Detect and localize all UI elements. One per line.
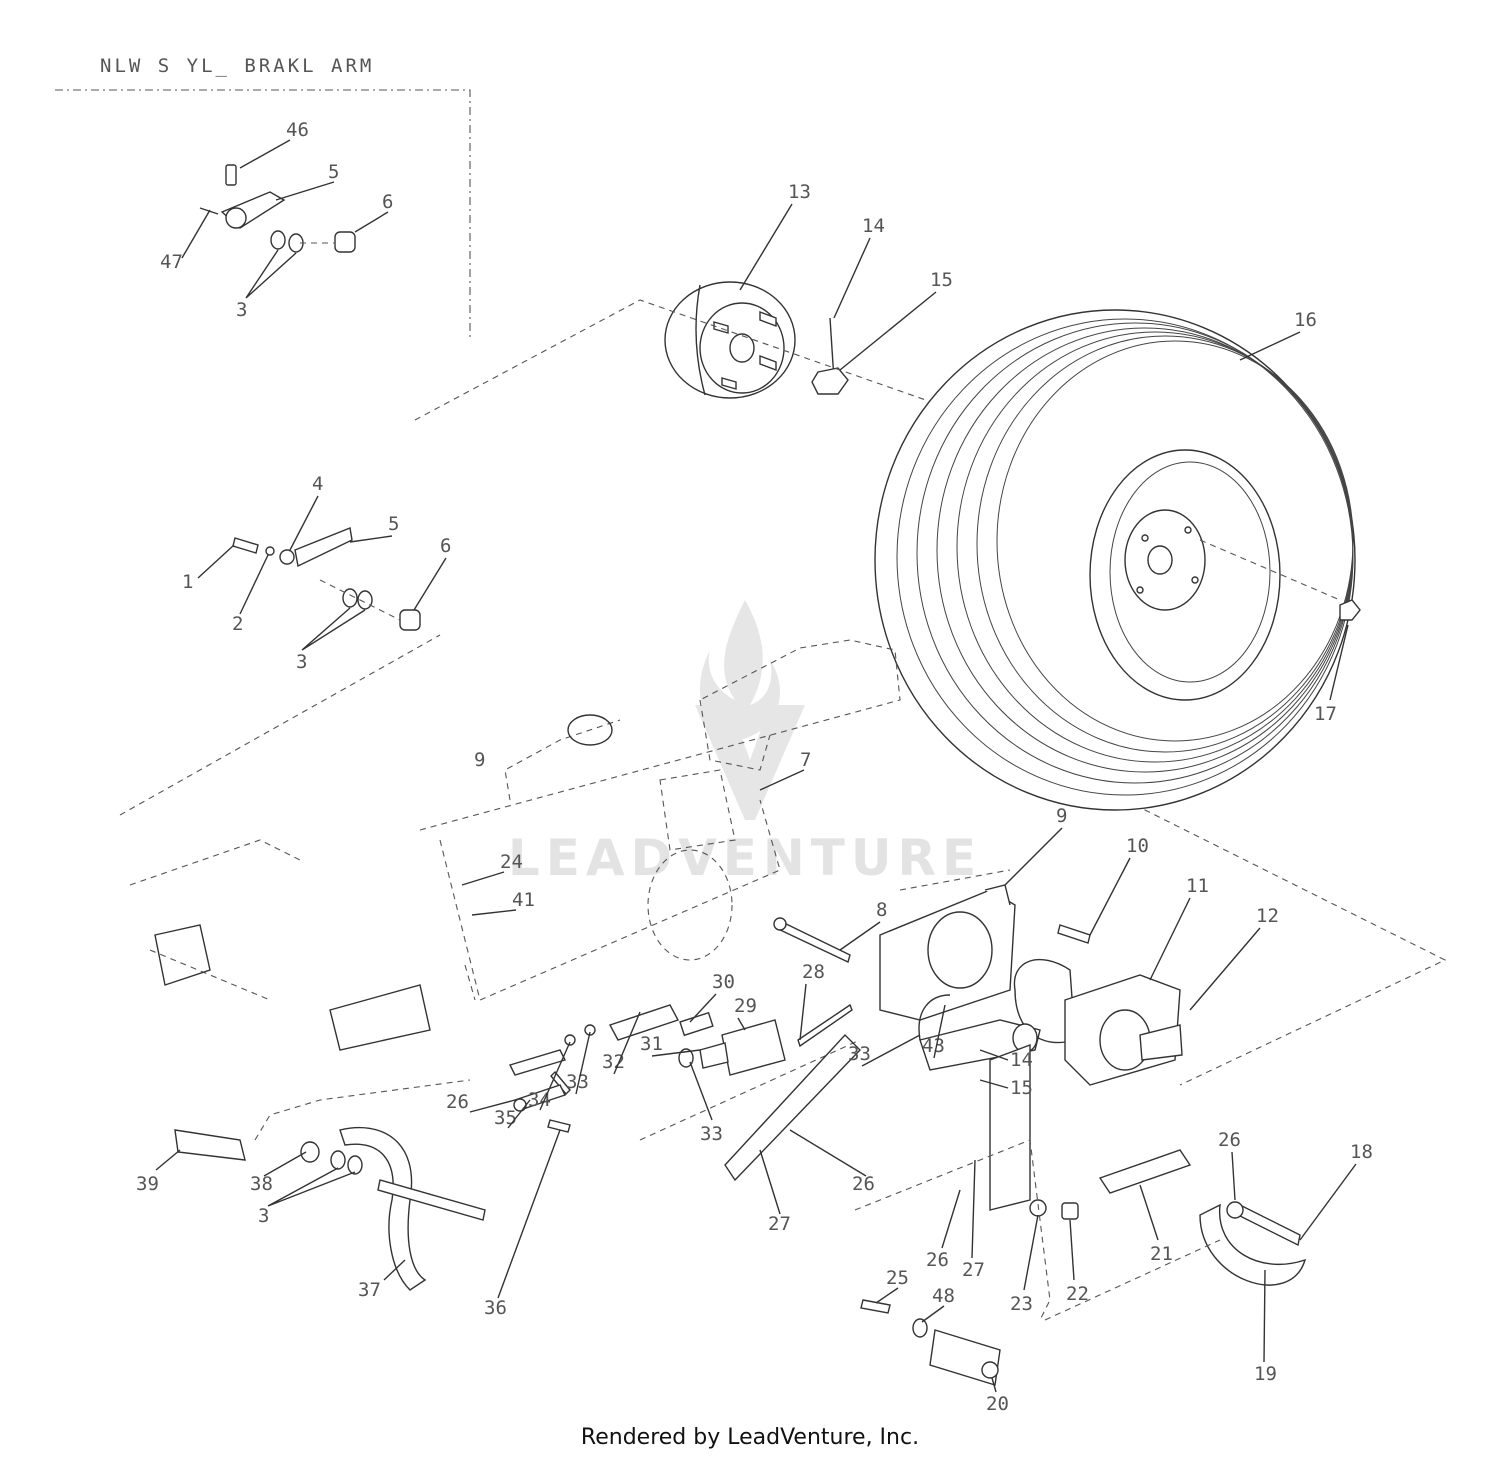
- rear-tire: [414, 299, 1447, 1086]
- footer-credit: Rendered by LeadVenture, Inc.: [580, 1425, 920, 1450]
- callout-25: 25: [886, 1267, 909, 1289]
- callout-5-inset: 5: [328, 161, 339, 183]
- callout-33-right: 33: [848, 1043, 871, 1065]
- callout-17: 17: [1314, 703, 1337, 725]
- callout-31: 31: [640, 1033, 663, 1055]
- callout-16: 16: [1294, 309, 1317, 331]
- callout-3: 3: [296, 651, 307, 673]
- callout-27-left: 27: [768, 1213, 791, 1235]
- callout-3-inset: 3: [236, 299, 247, 321]
- callout-26-low: 26: [926, 1249, 949, 1271]
- wheel-hub: [664, 281, 849, 399]
- brake-linkage: [509, 994, 1307, 1321]
- callout-20: 20: [986, 1393, 1009, 1415]
- callout-18: 18: [1350, 1141, 1373, 1163]
- callout-5: 5: [388, 513, 399, 535]
- callout-15: 15: [1010, 1077, 1033, 1099]
- callout-43: 43: [922, 1035, 945, 1057]
- callout-28: 28: [802, 961, 825, 983]
- callout-labels: 46 5 47 6 3 13 14 15 16 4 5 1 2 6 3 17 7…: [136, 119, 1373, 1415]
- callout-30: 30: [712, 971, 735, 993]
- callout-1: 1: [182, 571, 193, 593]
- callout-8: 8: [876, 899, 887, 921]
- frame-plate: [119, 634, 1011, 1051]
- callout-46: 46: [286, 119, 309, 141]
- callout-6-inset: 6: [382, 191, 393, 213]
- motor-and-bracket: [773, 884, 1183, 1086]
- callout-6: 6: [440, 535, 451, 557]
- callout-19: 19: [1254, 1363, 1277, 1385]
- callout-10: 10: [1126, 835, 1149, 857]
- callout-39: 39: [136, 1173, 159, 1195]
- callout-21: 21: [1150, 1243, 1173, 1265]
- brake-arm-assembly: [232, 527, 421, 631]
- callout-37: 37: [358, 1279, 381, 1301]
- callout-26-right: 26: [1218, 1129, 1241, 1151]
- callout-34: 34: [528, 1089, 551, 1111]
- callout-33-left: 33: [566, 1071, 589, 1093]
- callout-32: 32: [602, 1051, 625, 1073]
- watermark-text: LEADVENTURE: [508, 829, 982, 887]
- leadventure-watermark: LEADVENTURE: [508, 600, 982, 887]
- callout-14: 14: [1010, 1049, 1033, 1071]
- callout-4: 4: [312, 473, 323, 495]
- callout-41: 41: [512, 889, 535, 911]
- callout-35: 35: [494, 1107, 517, 1129]
- callout-14-top: 14: [862, 215, 885, 237]
- leader-lines: [155, 139, 1357, 1393]
- callout-12: 12: [1256, 905, 1279, 927]
- callout-33-mid: 33: [700, 1123, 723, 1145]
- callout-38: 38: [250, 1173, 273, 1195]
- callout-11: 11: [1186, 875, 1209, 897]
- inset-title: NLW S YL_ BRAKL ARM: [100, 55, 374, 77]
- callout-24: 24: [500, 851, 523, 873]
- callout-7: 7: [800, 749, 811, 771]
- callout-22: 22: [1066, 1283, 1089, 1305]
- callout-36: 36: [484, 1297, 507, 1319]
- callout-27-right: 27: [962, 1259, 985, 1281]
- callout-48: 48: [932, 1285, 955, 1307]
- callout-29: 29: [734, 995, 757, 1017]
- callout-26-left: 26: [446, 1091, 469, 1113]
- callout-2: 2: [232, 613, 243, 635]
- callout-9: 9: [1056, 805, 1067, 827]
- callout-47: 47: [160, 251, 183, 273]
- brake-pedal: [174, 1079, 1001, 1386]
- callout-26-mid: 26: [852, 1173, 875, 1195]
- callout-15-top: 15: [930, 269, 953, 291]
- callout-3-pedal: 3: [258, 1205, 269, 1227]
- new-style-brake-arm-inset: NLW S YL_ BRAKL ARM: [55, 55, 471, 340]
- callout-9-frame: 9: [474, 749, 485, 771]
- callout-13: 13: [788, 181, 811, 203]
- callout-23: 23: [1010, 1293, 1033, 1315]
